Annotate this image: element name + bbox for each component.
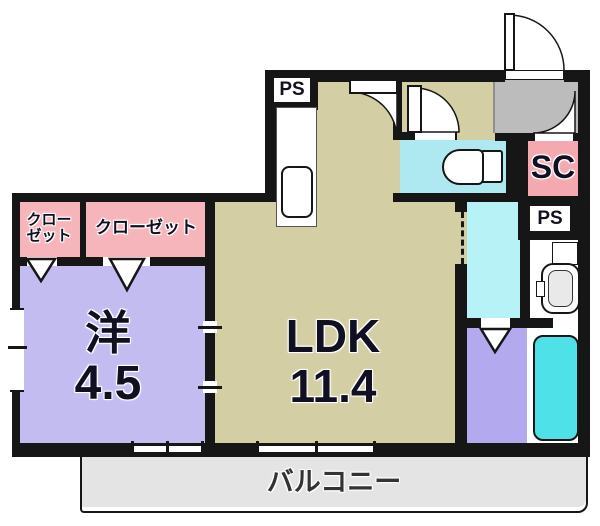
shoe-closet-label: SC <box>530 149 576 186</box>
western-room-label: 洋 <box>85 306 131 359</box>
wall-western-ldk <box>205 193 215 443</box>
wall-right-outer <box>578 70 590 457</box>
window-left <box>10 308 24 392</box>
entrance-door-threshold <box>505 70 564 80</box>
wall-top-left <box>265 70 505 82</box>
front-door-swing <box>508 14 565 71</box>
pipe-space-top-box <box>272 76 312 104</box>
entrance-step-line <box>493 77 495 133</box>
wall-sc-left <box>506 133 528 198</box>
balcony-label: バルコニー <box>266 466 402 497</box>
closet-large-label: クローゼット <box>95 218 197 238</box>
wall-nook-left <box>520 240 530 318</box>
washbasin-bowl <box>548 270 573 307</box>
ldk-door-swing <box>349 91 398 140</box>
pipe-space-right-box <box>528 204 572 233</box>
toilet-bowl <box>442 149 484 185</box>
pipe-space-top-label: PS <box>279 79 305 101</box>
window-mullion <box>166 441 169 458</box>
closet-large-door-triangle <box>107 257 147 293</box>
window-mullion <box>315 441 318 458</box>
entrance-inner-doorway <box>535 133 573 141</box>
wall-washroom-left-bottom <box>455 264 467 447</box>
balcony: バルコニー <box>80 457 588 513</box>
bath-door-triangle <box>478 327 513 355</box>
closet-small-label: クロー ゼット <box>26 212 71 244</box>
toilet-door-leaf <box>407 85 422 133</box>
window-tick <box>131 441 134 458</box>
window-left-mullion <box>8 346 27 349</box>
bathtub <box>533 335 579 441</box>
front-door-leaf <box>504 13 515 71</box>
window-tick <box>201 441 204 458</box>
shoe-closet <box>528 141 578 196</box>
sliding-door-dashed-line <box>461 212 464 264</box>
western-room-size: 4.5 <box>74 356 142 410</box>
wall-step <box>12 193 277 202</box>
window-tick <box>373 441 376 458</box>
ldk-label: LDK <box>285 309 381 362</box>
kitchen-sink <box>281 166 313 218</box>
pipe-space-right-label: PS <box>537 208 563 230</box>
entrance-inner-door-swing <box>532 90 576 134</box>
wall-closet-divider <box>80 200 86 258</box>
window-tick <box>256 441 259 458</box>
bath-doorway <box>481 318 510 328</box>
closet-strip <box>20 200 207 258</box>
ldk-door-leaf <box>349 79 398 94</box>
closet-small-door-triangle <box>24 257 58 284</box>
toilet-doorway <box>415 132 455 140</box>
wall-washroom-left-top <box>455 196 467 212</box>
washbasin-tab <box>536 281 545 297</box>
washroom <box>467 202 520 318</box>
closet-small-line2: ゼット <box>26 227 72 244</box>
closet-small-line1: クロー <box>26 211 72 229</box>
wall-notch-tick <box>198 326 222 329</box>
ldk-size: 11.4 <box>289 359 377 412</box>
wall-notch-tick <box>198 386 222 389</box>
